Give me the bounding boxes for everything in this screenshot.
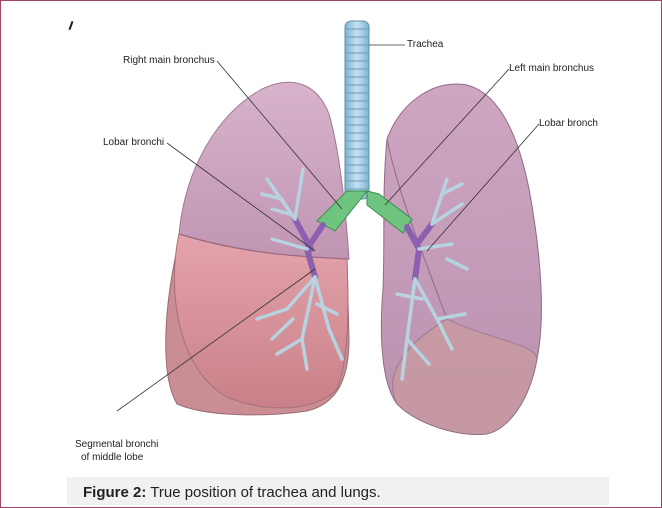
label-segmental-bronchi: Segmental bronchi <box>75 439 158 450</box>
caption-label: Figure 2: <box>83 484 146 501</box>
lung-illustration-panel: Trachea Right main bronchus Left main br… <box>67 19 609 471</box>
caption-text: True position of trachea and lungs. <box>150 484 380 501</box>
label-lobar-bronch: Lobar bronch <box>539 118 598 129</box>
right-lung <box>166 82 349 415</box>
figure-caption: Figure 2: True position of trachea and l… <box>83 484 381 501</box>
label-right-main-bronchus: Right main bronchus <box>123 55 215 66</box>
label-lobar-bronchi: Lobar bronchi <box>103 137 164 148</box>
label-trachea: Trachea <box>407 39 443 50</box>
label-left-main-bronchus: Left main bronchus <box>509 63 594 74</box>
lung-illustration <box>67 19 609 471</box>
left-lung <box>381 84 541 434</box>
trachea <box>345 21 369 199</box>
label-of-middle-lobe: of middle lobe <box>81 452 143 463</box>
